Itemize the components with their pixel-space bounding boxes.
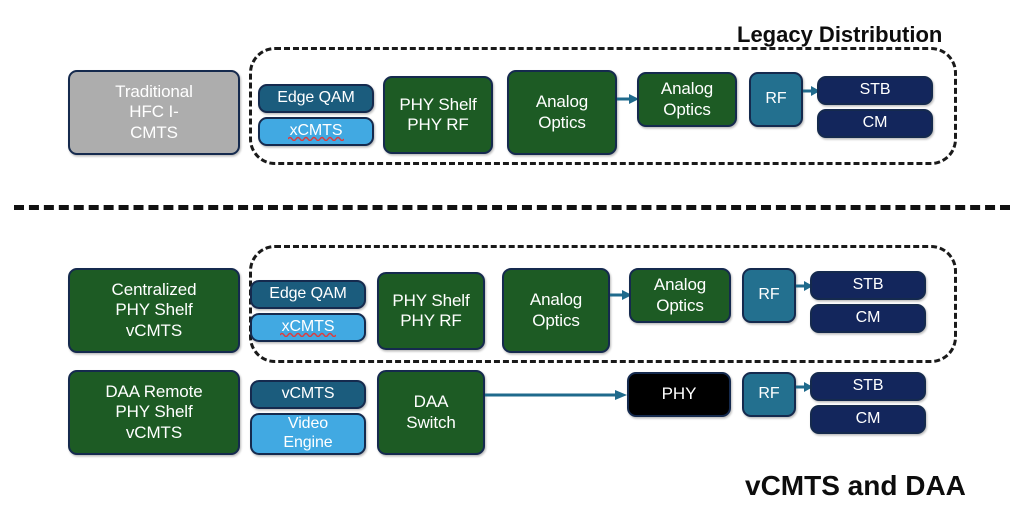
vcmts-and-daa-title: vCMTS and DAA xyxy=(745,470,966,501)
node-legacy-analog-optics-1[interactable]: Analog Optics xyxy=(507,70,617,155)
node-centralized-analog-optics-1[interactable]: Analog Optics xyxy=(502,268,610,353)
node-legacy-rf[interactable]: RF xyxy=(749,72,803,127)
node-centralized-xcmts[interactable]: xCMTS xyxy=(250,313,366,342)
legacy-distribution-title: Legacy Distribution xyxy=(737,22,943,47)
node-legacy-stb[interactable]: STB xyxy=(817,76,933,105)
section-divider xyxy=(14,205,1010,210)
node-centralized-cm[interactable]: CM xyxy=(810,304,926,333)
arrow-daa-switch-to-phy xyxy=(485,388,627,402)
node-legacy-phy-shelf-phy-rf[interactable]: PHY Shelf PHY RF xyxy=(383,76,493,154)
arrow-legacy-optics1-to-optics2 xyxy=(617,92,639,106)
node-centralized-rf[interactable]: RF xyxy=(742,268,796,323)
node-traditional-hfc-icmts[interactable]: Traditional HFC I- CMTS xyxy=(68,70,240,155)
node-daa-video-engine[interactable]: Video Engine xyxy=(250,413,366,455)
node-legacy-analog-optics-2[interactable]: Analog Optics xyxy=(637,72,737,127)
node-daa-vcmts[interactable]: vCMTS xyxy=(250,380,366,409)
node-daa-stb[interactable]: STB xyxy=(810,372,926,401)
arrow-centralized-rf-to-stb xyxy=(796,279,813,293)
arrow-centralized-optics1-to-optics2 xyxy=(610,288,632,302)
node-centralized-edge-qam[interactable]: Edge QAM xyxy=(250,280,366,309)
node-legacy-cm[interactable]: CM xyxy=(817,109,933,138)
node-legacy-edge-qam[interactable]: Edge QAM xyxy=(258,84,374,113)
node-daa-switch[interactable]: DAA Switch xyxy=(377,370,485,455)
node-centralized-phy-shelf-vcmts[interactable]: Centralized PHY Shelf vCMTS xyxy=(68,268,240,353)
node-centralized-phy-shelf-phy-rf[interactable]: PHY Shelf PHY RF xyxy=(377,272,485,350)
node-daa-cm[interactable]: CM xyxy=(810,405,926,434)
node-centralized-analog-optics-2[interactable]: Analog Optics xyxy=(629,268,731,323)
legacy-distribution-group xyxy=(249,47,957,165)
node-daa-rf[interactable]: RF xyxy=(742,372,796,417)
node-centralized-stb[interactable]: STB xyxy=(810,271,926,300)
arrow-daa-rf-to-stb xyxy=(796,380,813,394)
arrow-legacy-rf-to-stb xyxy=(803,84,820,98)
node-daa-phy[interactable]: PHY xyxy=(627,372,731,417)
node-daa-remote-phy-shelf-vcmts[interactable]: DAA Remote PHY Shelf vCMTS xyxy=(68,370,240,455)
node-legacy-xcmts[interactable]: xCMTS xyxy=(258,117,374,146)
